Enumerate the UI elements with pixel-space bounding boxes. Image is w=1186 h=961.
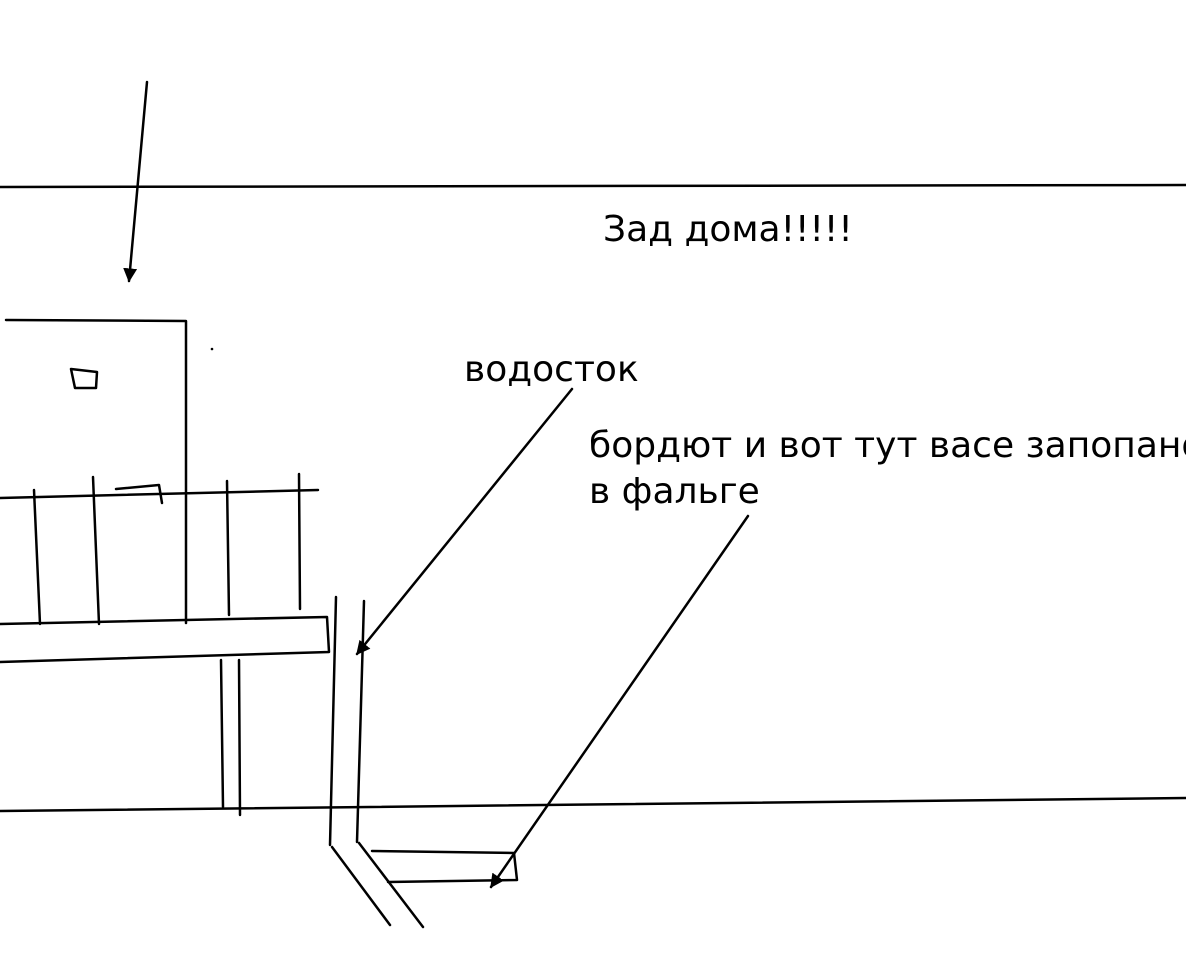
top-wall-line: [0, 183, 1186, 189]
drainpipe-left-edge: [328, 595, 338, 847]
deck-slab: [0, 615, 331, 664]
back-of-house-label: Зад дома!!!!!: [603, 209, 853, 250]
curb-outline: [370, 849, 519, 884]
drainpipe-label: водосток: [464, 349, 639, 390]
railing-post-3: [225, 479, 231, 617]
railing-top-rail: [0, 488, 320, 500]
curb-label-line-1: бордют и вот тут васе запопано: [589, 425, 1186, 466]
railing-post-2: [91, 475, 101, 626]
drainpipe-elbow-left: [330, 845, 392, 927]
curb-label-line-2: в фальге: [589, 471, 760, 512]
small-square: [69, 367, 99, 390]
top-left-arrow: [123, 80, 149, 283]
curb-arrow: [489, 514, 750, 889]
stray-dot: [210, 347, 214, 351]
support-post-left: [219, 658, 225, 809]
railing-small-mark: [114, 483, 164, 505]
railing-post-4: [297, 472, 302, 611]
railing-post-1: [32, 488, 42, 626]
door-frame: [4, 318, 188, 625]
support-post-right: [237, 658, 242, 817]
drainpipe-elbow-right: [357, 841, 425, 929]
curb-label: бордют и вот тут васе запопано в фальге: [589, 423, 1186, 515]
bottom-wall-line: [0, 796, 1186, 813]
drainpipe-arrow: [355, 387, 574, 656]
